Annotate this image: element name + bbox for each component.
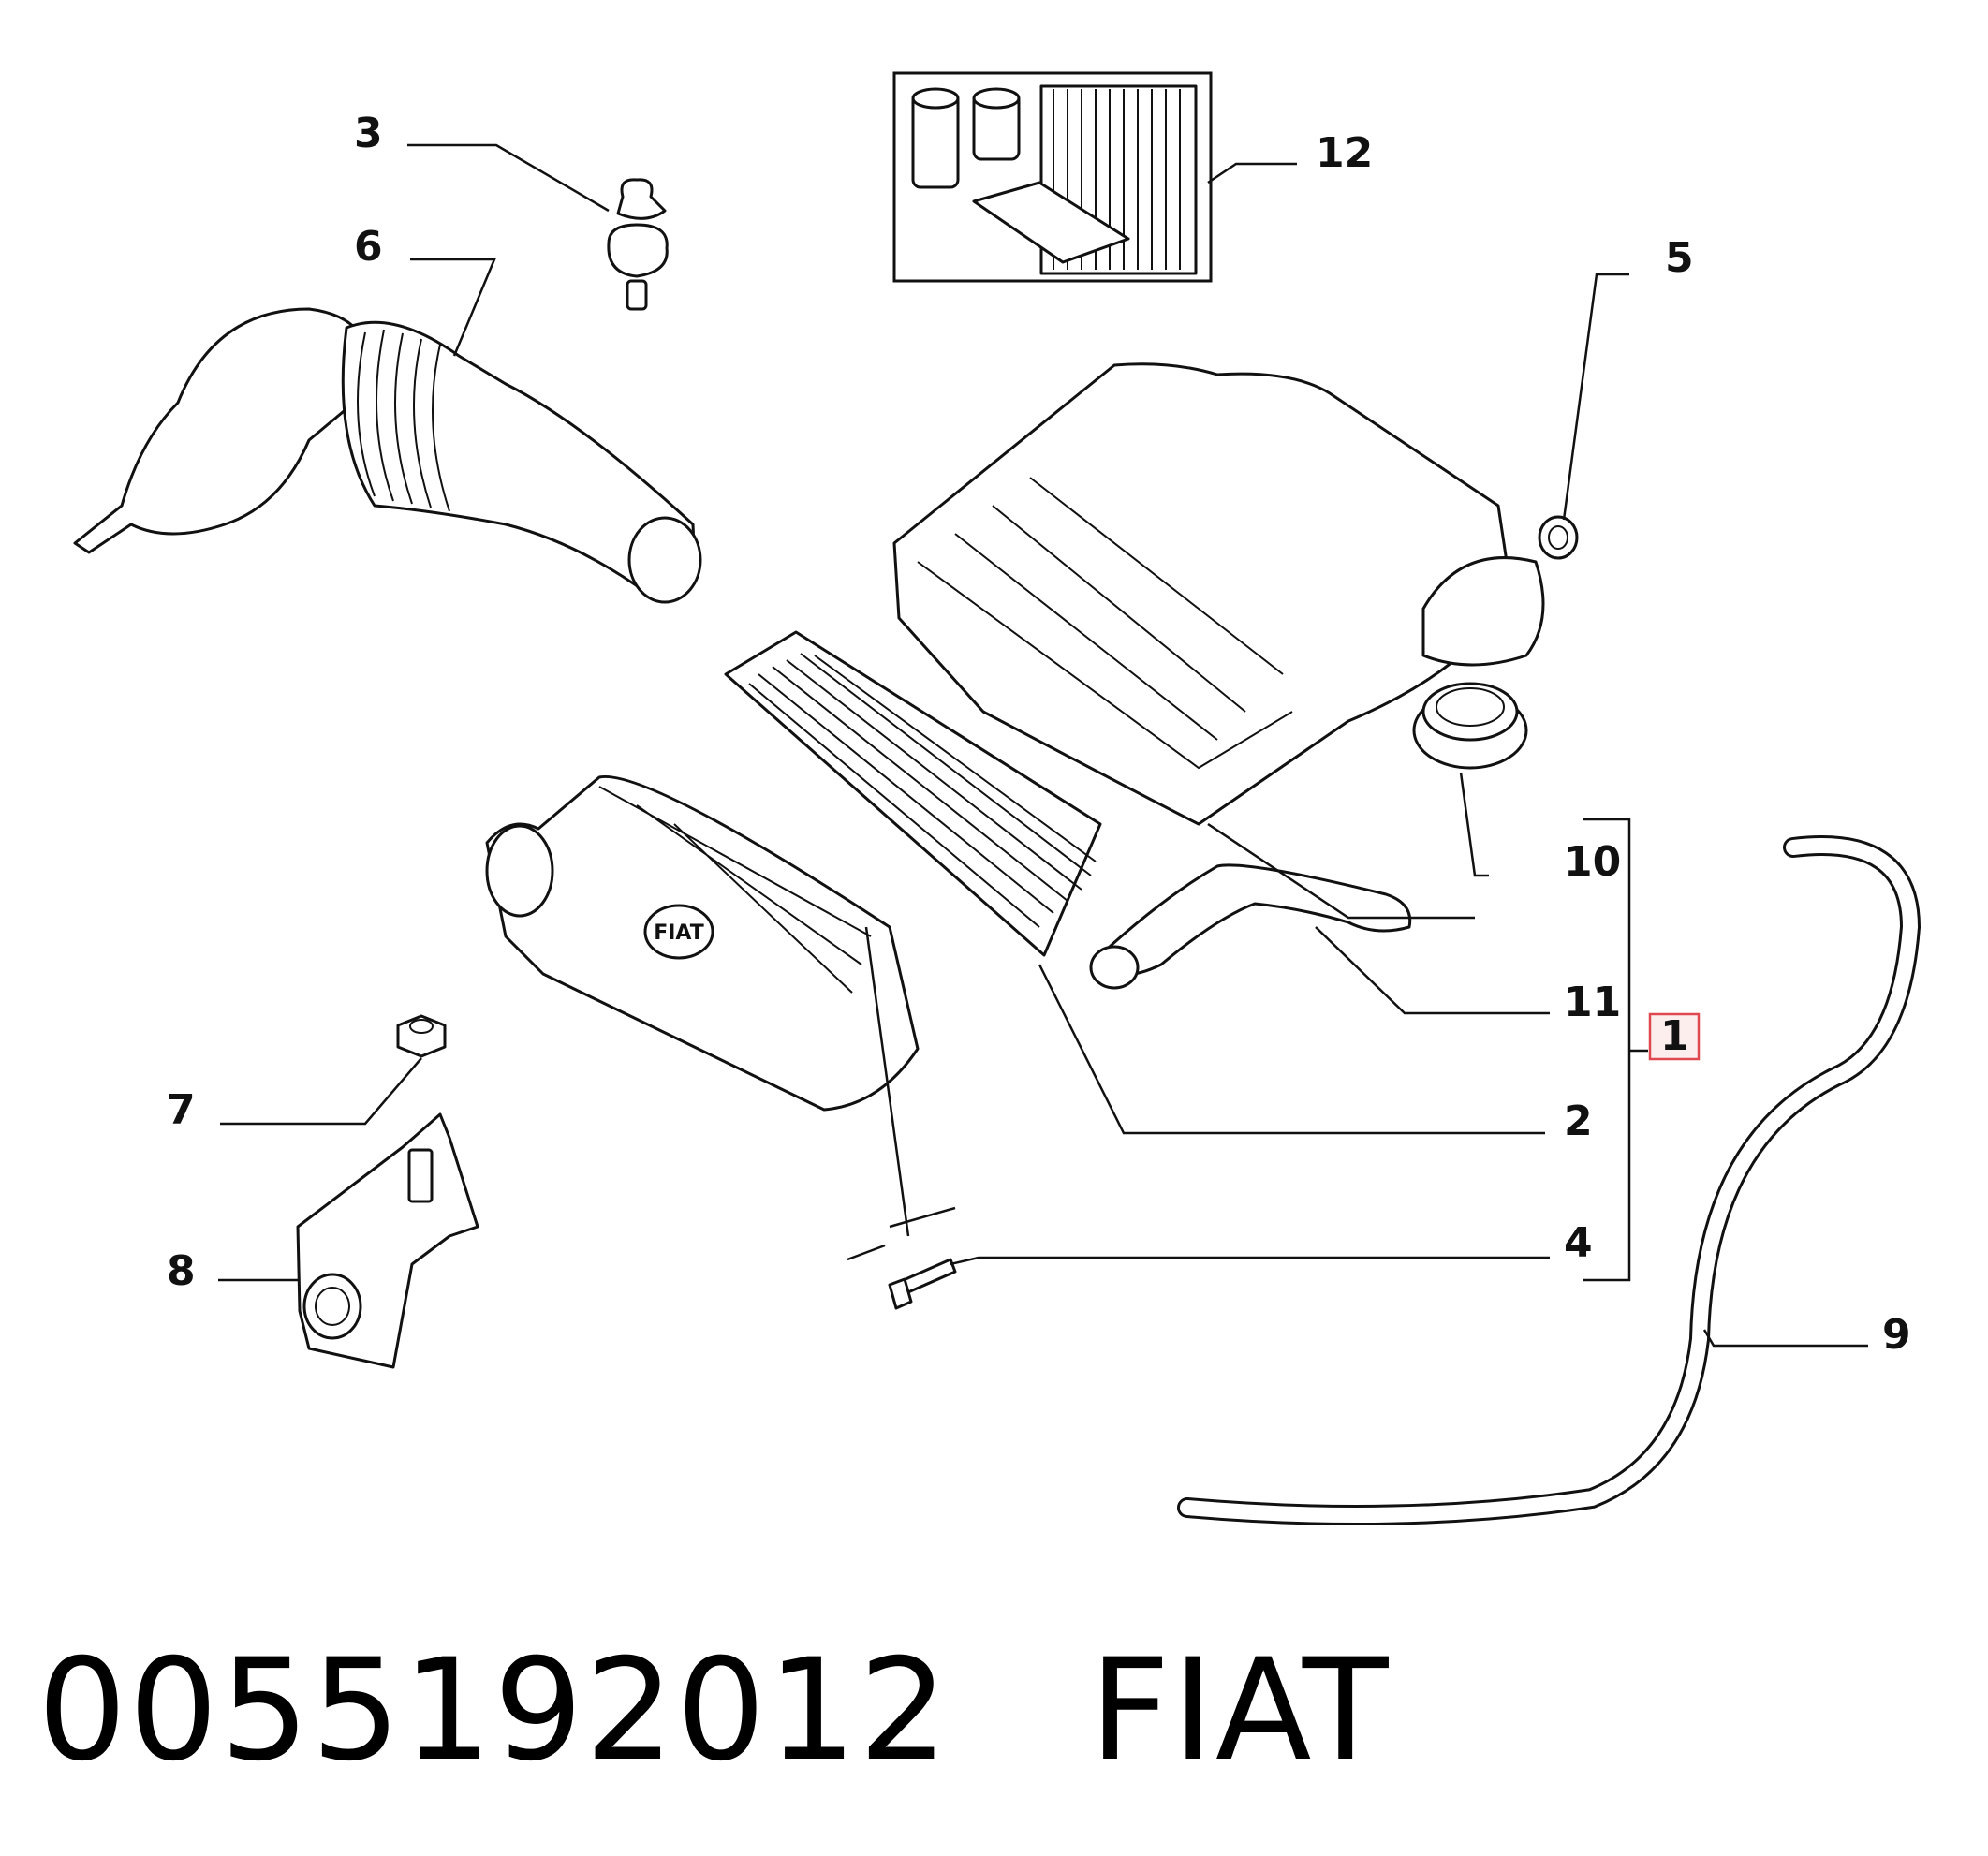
callout-5[interactable]: 5 — [1665, 234, 1694, 282]
callout-9[interactable]: 9 — [1882, 1311, 1911, 1359]
callout-11[interactable]: 11 — [1564, 979, 1621, 1026]
callout-8[interactable]: 8 — [167, 1247, 196, 1295]
callout-6[interactable]: 6 — [354, 223, 383, 271]
intake-hose-illustration — [73, 307, 702, 604]
callout-10[interactable]: 10 — [1564, 838, 1621, 886]
brand-name: FIAT — [1089, 1629, 1391, 1792]
air-filter-housing-upper-illustration — [892, 362, 1545, 826]
air-filter-housing-lower-illustration: FIAT — [485, 774, 920, 1112]
hose-clamp-illustration — [1538, 515, 1579, 560]
part-number-caption: 0055192012 FIAT — [37, 1629, 1391, 1792]
callout-1-highlight — [1648, 1012, 1701, 1061]
nut-illustration — [396, 1014, 447, 1058]
callout-7[interactable]: 7 — [167, 1086, 196, 1134]
callout-4[interactable]: 4 — [1564, 1219, 1593, 1267]
leader-lines — [218, 143, 1868, 1348]
filter-element-illustration — [724, 630, 1102, 957]
callout-2[interactable]: 2 — [1564, 1097, 1593, 1145]
rubber-plug-illustration — [607, 178, 669, 311]
bracket-illustration — [296, 1112, 479, 1369]
part-number: 0055192012 — [37, 1629, 950, 1792]
callout-12[interactable]: 12 — [1316, 129, 1373, 177]
connector-tube-illustration — [1089, 863, 1412, 990]
filter-kit-illustration — [892, 71, 1213, 283]
callout-1[interactable]: 1 — [1660, 1012, 1689, 1060]
callout-3[interactable]: 3 — [354, 110, 383, 157]
bolt-illustration — [888, 1258, 957, 1310]
fiat-logo-text: FIAT — [654, 921, 704, 945]
long-hose-illustration — [1177, 835, 1922, 1525]
ring-seal-illustration — [1412, 682, 1528, 770]
